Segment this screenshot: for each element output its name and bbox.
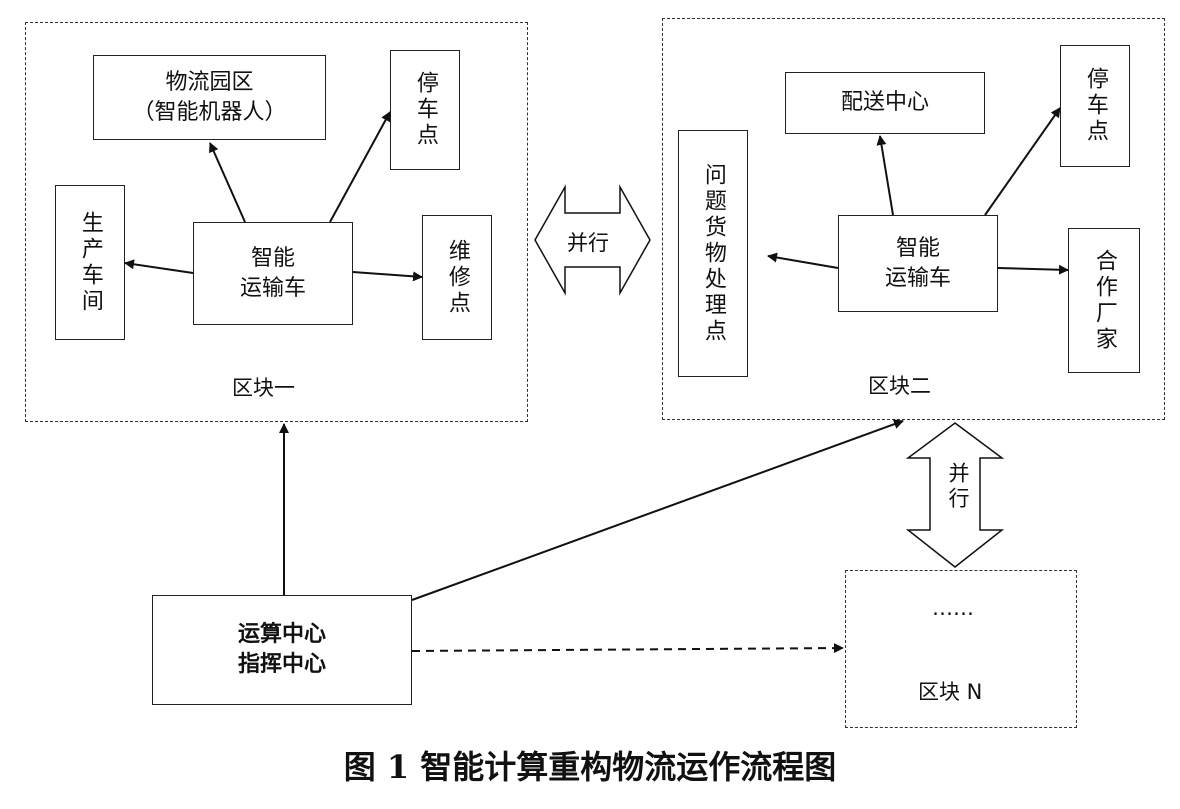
parallel-double-arrow-horizontal bbox=[534, 184, 651, 296]
arrow-to-partner-factory bbox=[997, 264, 1069, 275]
block-two-vehicle-line2: 运输车 bbox=[884, 265, 951, 291]
parallel-vertical-label: 并行 bbox=[946, 462, 970, 512]
problem-goods-box: 问题货物处理点 bbox=[678, 130, 748, 377]
arrow-center-to-block-two bbox=[411, 419, 904, 601]
arrow-to-production-workshop bbox=[124, 259, 194, 274]
distribution-center-label: 配送中心 bbox=[840, 90, 929, 116]
command-center-line1: 运算中心 bbox=[237, 622, 326, 648]
block-one-label: 区块一 bbox=[232, 376, 295, 400]
block-one-stop-label: 停车点 bbox=[412, 71, 438, 149]
block-two-label: 区块二 bbox=[868, 374, 931, 398]
block-n-label: 区块 N bbox=[918, 680, 983, 704]
block-n-ellipsis: …… bbox=[932, 596, 974, 620]
block-two-stop-label: 停车点 bbox=[1082, 67, 1108, 145]
block-two-zone bbox=[662, 18, 1165, 420]
arrow-to-problem-goods bbox=[767, 252, 839, 269]
block-two-vehicle-box: 智能运输车 bbox=[838, 215, 998, 312]
production-workshop-label: 生产车间 bbox=[77, 210, 103, 315]
block-n-zone bbox=[845, 570, 1077, 728]
block-one-vehicle-line2: 运输车 bbox=[239, 275, 306, 301]
production-workshop-box: 生产车间 bbox=[55, 185, 125, 340]
arrow-center-to-block-n bbox=[411, 643, 844, 654]
block-two-stop-box: 停车点 bbox=[1060, 45, 1130, 167]
arrow-to-logistics-park bbox=[209, 142, 246, 223]
logistics-park-box: 物流园区 （智能机器人） bbox=[93, 55, 326, 140]
figure-caption: 图 1 智能计算重构物流运作流程图 bbox=[343, 748, 837, 786]
logistics-park-title: 物流园区 bbox=[165, 69, 254, 95]
distribution-center-box: 配送中心 bbox=[785, 72, 985, 134]
logistics-park-subtitle: （智能机器人） bbox=[132, 99, 287, 125]
partner-factory-label: 合作厂家 bbox=[1091, 248, 1117, 353]
block-two-vehicle-line1: 智能 bbox=[895, 235, 940, 261]
block-one-zone bbox=[25, 22, 528, 422]
block-one-stop-box: 停车点 bbox=[390, 50, 460, 170]
arrow-to-block-two-stop bbox=[984, 107, 1061, 216]
block-one-vehicle-box: 智能运输车 bbox=[193, 222, 353, 325]
command-center-line2: 指挥中心 bbox=[237, 652, 326, 677]
partner-factory-box: 合作厂家 bbox=[1068, 228, 1140, 373]
command-center-box: 运算中心指挥中心 bbox=[152, 595, 412, 705]
block-one-vehicle-line1: 智能 bbox=[250, 245, 295, 271]
parallel-double-arrow-vertical bbox=[905, 422, 1005, 568]
arrow-to-block-one-stop bbox=[329, 111, 391, 223]
problem-goods-label: 问题货物处理点 bbox=[700, 162, 726, 345]
arrow-to-repair-point bbox=[352, 271, 423, 282]
arrow-to-distribution-center bbox=[876, 135, 894, 216]
parallel-horizontal-label: 并行 bbox=[567, 231, 609, 255]
repair-point-label: 维修点 bbox=[444, 238, 470, 317]
